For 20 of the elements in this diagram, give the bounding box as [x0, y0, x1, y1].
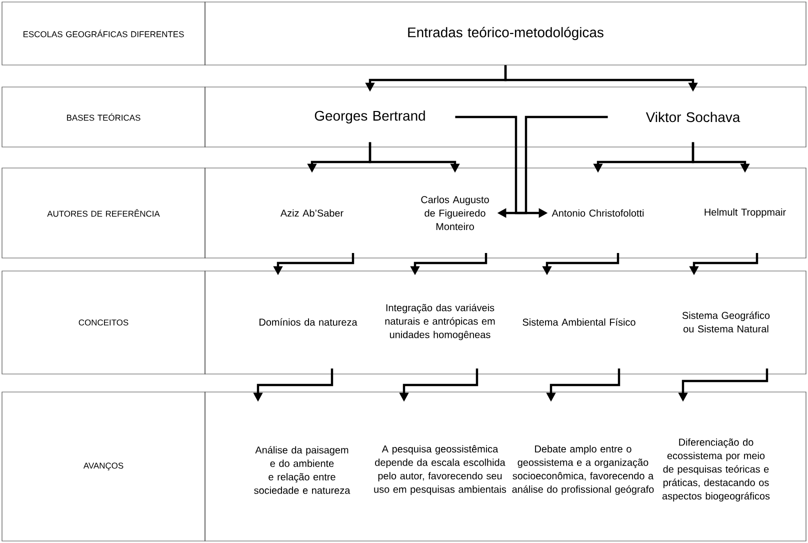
text-label: Análise da paisagem e do ambiente e relação entre sociedade e natureza [254, 446, 350, 494]
row-header-cell: AVANÇOS [2, 392, 206, 542]
row-header-cell: AUTORES DE REFERÊNCIA [2, 168, 206, 258]
row-header-cell: ESCOLAS GEOGRÁFICAS DIFERENTES [2, 2, 206, 66]
text-label: Diferenciação do ecossistema por meio de pesquisas teóricas e práticas, destacando os aspectos biogeográficos [662, 438, 770, 502]
text-label: Antonio Christofolotti [552, 209, 644, 217]
text-label: Debate amplo entre o geossistema e a organização socioeconômica, favorecendo a análise do profissional geógrafo [512, 445, 654, 495]
text-label: Carlos Augusto de Figueiredo Monteiro [421, 196, 489, 230]
row-header-cell: BASES TEÓRICAS [2, 86, 206, 148]
theorist-name: Viktor Sochava [646, 112, 740, 122]
row-header-cell: CONCEITOS [2, 270, 206, 374]
theorist-name: Georges Bertrand [314, 110, 425, 124]
text-label: Sistema Ambiental Físico [522, 318, 636, 326]
text-label: Integração das variáveis naturais e antrópicas em unidades homogêneas [385, 304, 495, 340]
title-box: Entradas teórico-metodológicas [204, 2, 806, 66]
text-label: Domínios da natureza [260, 318, 358, 326]
text-label: A pesquisa geossistêmica depende da escala escolhida pelo autor, favorecendo seu uso em pesquisas ambientais [374, 445, 506, 495]
text-label: Aziz Ab’Saber [280, 209, 344, 217]
text-label: Sistema Geográfico ou Sistema Natural [682, 312, 770, 332]
text-label: Helmult Troppmair [704, 208, 786, 218]
